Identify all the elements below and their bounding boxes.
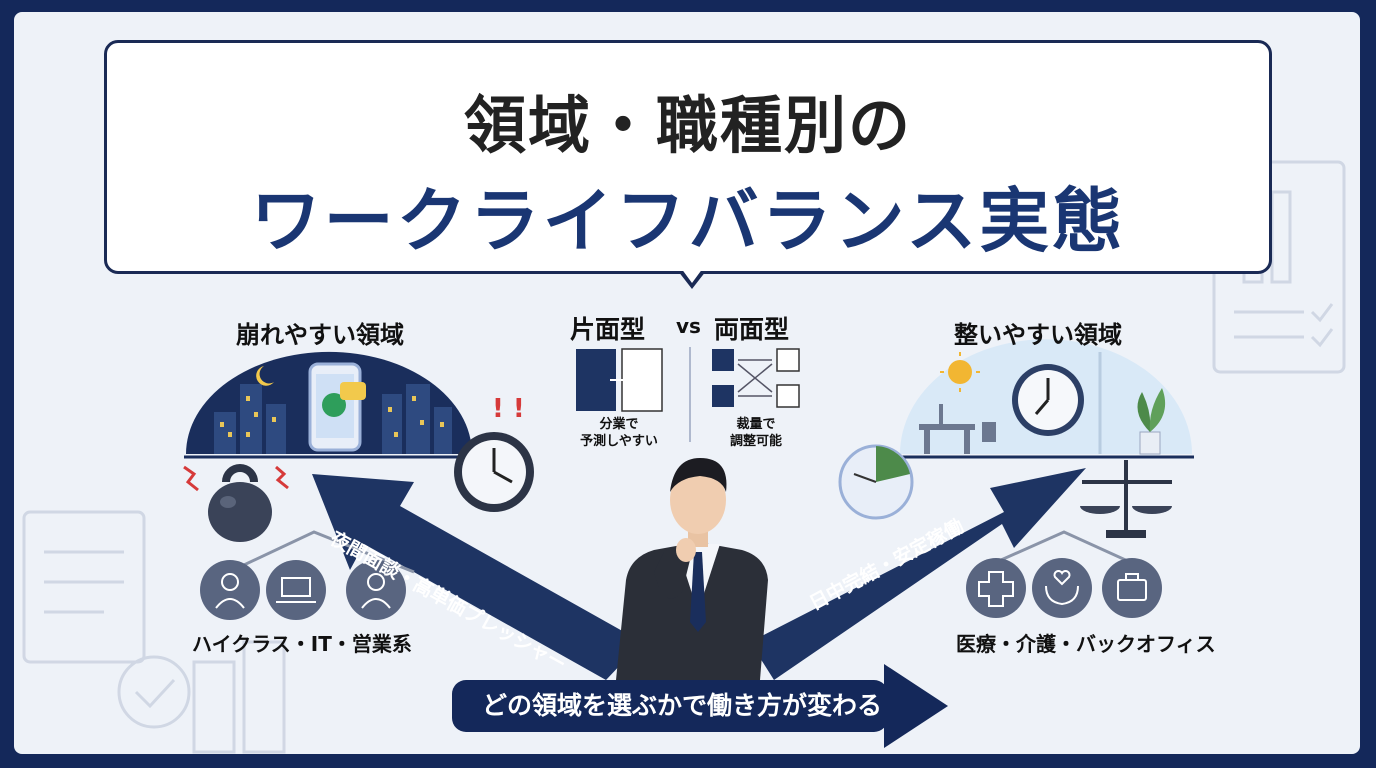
title-line1: 領域・職種別の — [463, 89, 912, 162]
document-watermark-icon — [22, 510, 286, 754]
background-decoration — [22, 160, 1346, 754]
middle-vs: vs — [676, 314, 701, 338]
sun-icon — [940, 352, 980, 392]
middle-heading-two-sided: 両面型 — [714, 315, 790, 344]
illustration-layer: ! ! — [183, 339, 1194, 748]
title-box: 領域・職種別の ワークライフバランス実態 — [104, 40, 1272, 274]
pie-timer-icon — [838, 444, 914, 520]
svg-text:! !: ! ! — [492, 394, 525, 424]
balance-scale-icon — [1080, 460, 1172, 538]
infographic-frame: 領域・職種別の ワークライフバランス実態 — [14, 12, 1360, 754]
briefcase-icon — [1102, 558, 1162, 618]
bottom-arrow-text: どの領域を選ぶかで働き方が変わる — [481, 691, 882, 720]
right-jobs-label: 医療・介護・バックオフィス — [956, 632, 1216, 656]
left-jobs-label: ハイクラス・IT・営業系 — [192, 632, 412, 656]
left-arrow-shape — [312, 474, 642, 680]
left-heading: 崩れやすい領域 — [236, 321, 404, 349]
medical-cross-icon — [966, 558, 1026, 618]
right-heading: 整いやすい領域 — [954, 321, 1122, 349]
title-line2: ワークライフバランス実態 — [250, 180, 1126, 262]
businessman-figure — [616, 458, 768, 680]
kettlebell-icon — [183, 464, 289, 542]
laptop-icon — [266, 560, 326, 620]
one-sided-diagram — [576, 348, 663, 412]
right-arrow-shape — [750, 468, 1086, 680]
salesperson-icon — [346, 560, 406, 620]
middle-heading-one-sided: 片面型 — [570, 315, 646, 344]
plant-icon — [1137, 388, 1166, 455]
bottom-arrow-shape — [452, 664, 948, 748]
one-sided-caption: 分業で 予測しやすい — [580, 417, 658, 449]
businessperson-icon — [200, 560, 260, 620]
two-sided-diagram — [712, 348, 800, 408]
wall-clock-icon — [1012, 364, 1084, 436]
clock-icon: ! ! — [454, 394, 534, 512]
caring-hands-icon — [1032, 558, 1092, 618]
two-sided-caption: 裁量で 調整可能 — [729, 417, 782, 449]
smartphone-icon — [308, 362, 366, 452]
